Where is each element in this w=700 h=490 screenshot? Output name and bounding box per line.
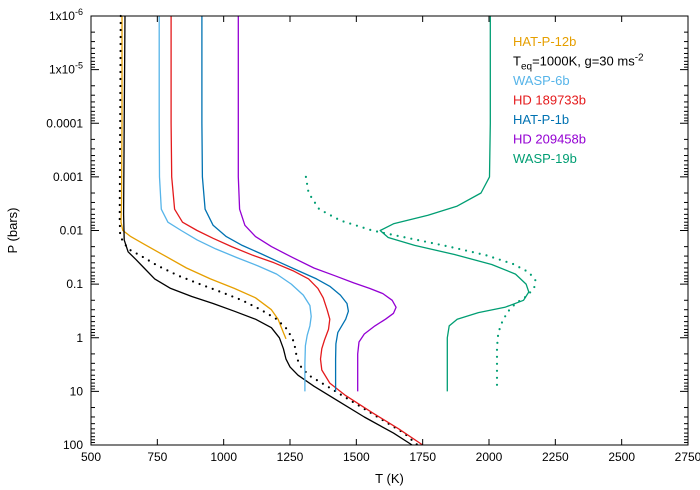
legend-text-part: HD 189733b: [513, 93, 586, 108]
legend-entry: HAT-P-1b: [513, 112, 569, 127]
y-tick-base: 0.0001: [46, 116, 83, 130]
series-line-7: [379, 16, 530, 392]
x-tick-label: 1000: [210, 450, 237, 464]
y-tick-base: 0.1: [66, 277, 83, 291]
y-tick-exponent: -5: [75, 61, 83, 71]
y-tick-base: 100: [63, 438, 83, 452]
series-line-4: [170, 16, 424, 446]
x-tick-label: 1750: [409, 450, 436, 464]
x-tick-label: 750: [147, 450, 167, 464]
legend-text-part: =1000K, g=30 ms: [532, 54, 635, 69]
y-tick-label: 1: [76, 331, 83, 345]
legend-text-part: WASP-19b: [513, 151, 577, 166]
y-tick-label: 0.01: [60, 224, 84, 238]
series-line-0: [120, 16, 287, 340]
y-tick-label: 10: [70, 384, 84, 398]
legend-text-part: HAT-P-12b: [513, 34, 576, 49]
series-line-1: [122, 15, 413, 446]
series-line-2: [118, 14, 419, 447]
legend-text-part: T: [513, 54, 521, 69]
y-tick-label: 0.001: [53, 170, 83, 184]
y-tick-label: 0.0001: [46, 116, 83, 130]
x-tick-label: 2000: [476, 450, 503, 464]
y-tick-label: 100: [63, 438, 83, 452]
legend-text-part: HAT-P-1b: [513, 112, 569, 127]
x-tick-label: 2500: [608, 450, 635, 464]
y-tick-base: 1x10: [49, 63, 75, 77]
y-tick-exponent: -6: [75, 7, 83, 17]
y-tick-label: 1x10-5: [49, 61, 83, 77]
series-line-3: [158, 16, 312, 392]
legend-entry: WASP-19b: [513, 151, 577, 166]
legend-entry: Teq=1000K, g=30 ms-2: [513, 53, 644, 73]
y-tick-label: 0.1: [66, 277, 83, 291]
y-tick-base: 1: [76, 331, 83, 345]
x-axis-label: T (K): [375, 471, 404, 486]
legend-entry: WASP-6b: [513, 73, 570, 88]
y-tick-base: 10: [70, 384, 84, 398]
x-tick-label: 1250: [277, 450, 304, 464]
y-tick-label: 1x10-6: [49, 7, 83, 23]
legend-text-part: WASP-6b: [513, 73, 570, 88]
series-line-6: [237, 16, 397, 392]
series-line-8: [304, 175, 537, 393]
legend-entry: HD 209458b: [513, 132, 586, 147]
legend-entry: HAT-P-12b: [513, 34, 576, 49]
legend-text-part: HD 209458b: [513, 132, 586, 147]
legend-entry: HD 189733b: [513, 93, 586, 108]
x-tick-label: 500: [81, 450, 101, 464]
series-line-5: [201, 16, 350, 392]
x-axis-ticks: 500 750 1000 1250 1500 1750 2000 2250 2500 2750: [81, 16, 700, 464]
x-tick-label: 1500: [343, 450, 370, 464]
y-tick-base: 0.001: [53, 170, 83, 184]
legend-text-part: -2: [635, 53, 644, 64]
y-axis-label: P (bars): [5, 208, 20, 254]
plot-curves: [118, 14, 537, 447]
x-tick-label: 2750: [675, 450, 700, 464]
x-tick-label: 2250: [542, 450, 569, 464]
y-tick-base: 1x10: [49, 9, 75, 23]
y-tick-base: 0.01: [60, 224, 84, 238]
legend-text-part: eq: [521, 62, 532, 73]
